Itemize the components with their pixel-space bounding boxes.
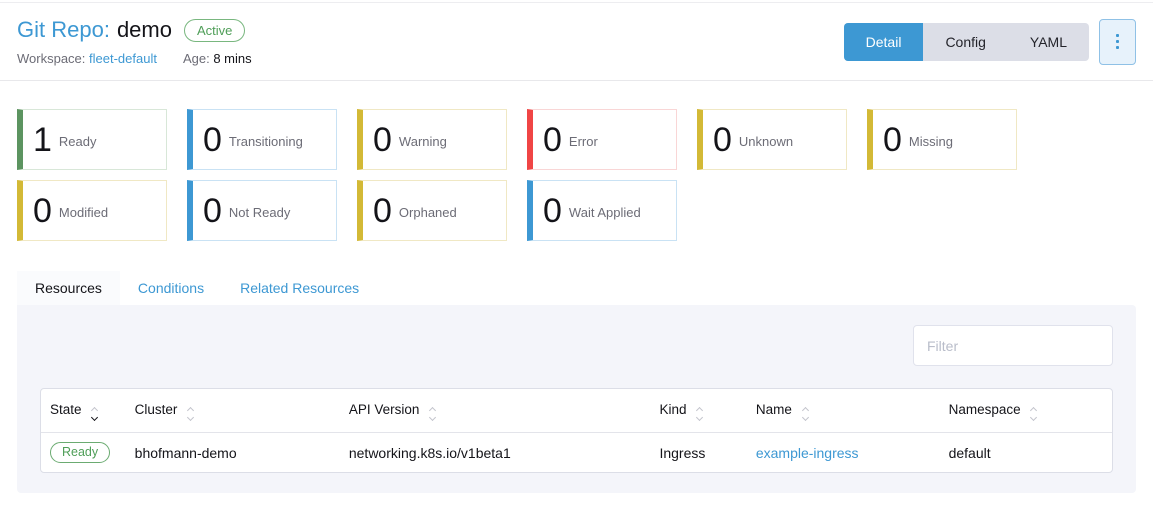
resource-name: demo [116, 17, 172, 42]
status-card-wait-applied: 0 Wait Applied [527, 180, 677, 241]
tab-conditions[interactable]: Conditions [137, 280, 205, 296]
status-label: Modified [58, 204, 109, 220]
sort-icon [91, 406, 99, 422]
table-header-row: State Cluster API Version Kind Name [41, 389, 1112, 433]
age-label: Age: [182, 51, 210, 66]
age-value: 8 mins [213, 51, 252, 66]
status-card-orphaned: 0 Orphaned [357, 180, 507, 241]
status-count: 0 [713, 120, 732, 159]
status-card-warning: 0 Warning [357, 109, 507, 170]
sort-icon [187, 406, 195, 422]
detail-tabs: Resources Conditions Related Resources [17, 271, 1136, 305]
sort-icon [801, 406, 809, 422]
row-api-version: networking.k8s.io/v1beta1 [348, 444, 511, 461]
actions-menu-button[interactable] [1099, 18, 1136, 65]
status-count: 1 [33, 120, 52, 159]
column-header-name[interactable]: Name [747, 389, 941, 433]
filter-row [40, 325, 1113, 366]
title-row: Git Repo: demo Active [17, 17, 252, 43]
workspace-field: Workspace: fleet-default [17, 51, 157, 66]
resources-table: State Cluster API Version Kind Name [40, 388, 1113, 473]
row-kind: Ingress [659, 444, 706, 461]
tab-resources[interactable]: Resources [17, 271, 120, 305]
status-card-modified: 0 Modified [17, 180, 167, 241]
status-card-error: 0 Error [527, 109, 677, 170]
header-meta-row: Workspace: fleet-default Age: 8 mins [17, 51, 252, 66]
status-count: 0 [883, 120, 902, 159]
view-tab-config[interactable]: Config [945, 33, 986, 50]
active-state-badge: Active [183, 18, 246, 42]
status-count: 0 [543, 120, 562, 159]
status-label: Not Ready [228, 204, 291, 220]
column-header-state[interactable]: State [41, 389, 127, 433]
status-label: Orphaned [398, 204, 457, 220]
filter-input[interactable] [913, 325, 1113, 366]
status-label: Warning [398, 133, 447, 149]
status-cards: 1 Ready 0 Transitioning 0 Warning 0 Erro… [0, 81, 1153, 241]
header-title-block: Git Repo: demo Active Workspace: fleet-d… [17, 17, 252, 66]
status-card-missing: 0 Missing [867, 109, 1017, 170]
column-label: Kind [659, 402, 687, 417]
sort-icon [1030, 406, 1038, 422]
page-header: Git Repo: demo Active Workspace: fleet-d… [0, 3, 1153, 81]
status-count: 0 [543, 191, 562, 230]
table-row: Ready bhofmann-demo networking.k8s.io/v1… [41, 433, 1112, 472]
header-actions: Detail Config YAML [843, 18, 1136, 65]
status-label: Error [568, 133, 598, 149]
status-card-ready: 1 Ready [17, 109, 167, 170]
row-name-link[interactable]: example-ingress [755, 444, 859, 461]
resource-type-label: Git Repo: [17, 17, 110, 42]
column-label: API Version [348, 402, 420, 417]
status-card-not-ready: 0 Not Ready [187, 180, 337, 241]
page-top-divider [0, 0, 1153, 3]
status-card-transitioning: 0 Transitioning [187, 109, 337, 170]
view-tab-detail[interactable]: Detail [843, 22, 924, 61]
column-label: Name [755, 402, 792, 417]
status-label: Ready [58, 133, 97, 149]
row-cluster: bhofmann-demo [134, 444, 237, 461]
status-label: Wait Applied [568, 204, 641, 220]
kebab-menu-icon [1116, 34, 1119, 49]
resources-panel: State Cluster API Version Kind Name [17, 305, 1136, 493]
column-header-api-version[interactable]: API Version [340, 389, 652, 433]
row-state-badge: Ready [50, 442, 111, 463]
sort-icon [429, 406, 437, 422]
column-header-namespace[interactable]: Namespace [940, 389, 1112, 433]
workspace-label: Workspace: [17, 51, 86, 66]
status-count: 0 [203, 120, 222, 159]
column-label: State [50, 402, 82, 417]
status-count: 0 [33, 191, 52, 230]
status-label: Missing [908, 133, 953, 149]
column-label: Namespace [948, 402, 1021, 417]
status-label: Unknown [738, 133, 794, 149]
age-field: Age: 8 mins [183, 51, 252, 66]
status-count: 0 [203, 191, 222, 230]
status-count: 0 [373, 191, 392, 230]
column-label: Cluster [134, 402, 178, 417]
row-namespace: default [948, 444, 991, 461]
status-label: Transitioning [228, 133, 303, 149]
view-switcher: Detail Config YAML [843, 22, 1089, 61]
view-tab-yaml[interactable]: YAML [1029, 33, 1067, 50]
workspace-link[interactable]: fleet-default [89, 51, 157, 66]
column-header-kind[interactable]: Kind [651, 389, 748, 433]
sort-icon [696, 406, 704, 422]
column-header-cluster[interactable]: Cluster [126, 389, 341, 433]
tab-related-resources[interactable]: Related Resources [240, 280, 360, 296]
status-count: 0 [373, 120, 392, 159]
status-card-unknown: 0 Unknown [697, 109, 847, 170]
